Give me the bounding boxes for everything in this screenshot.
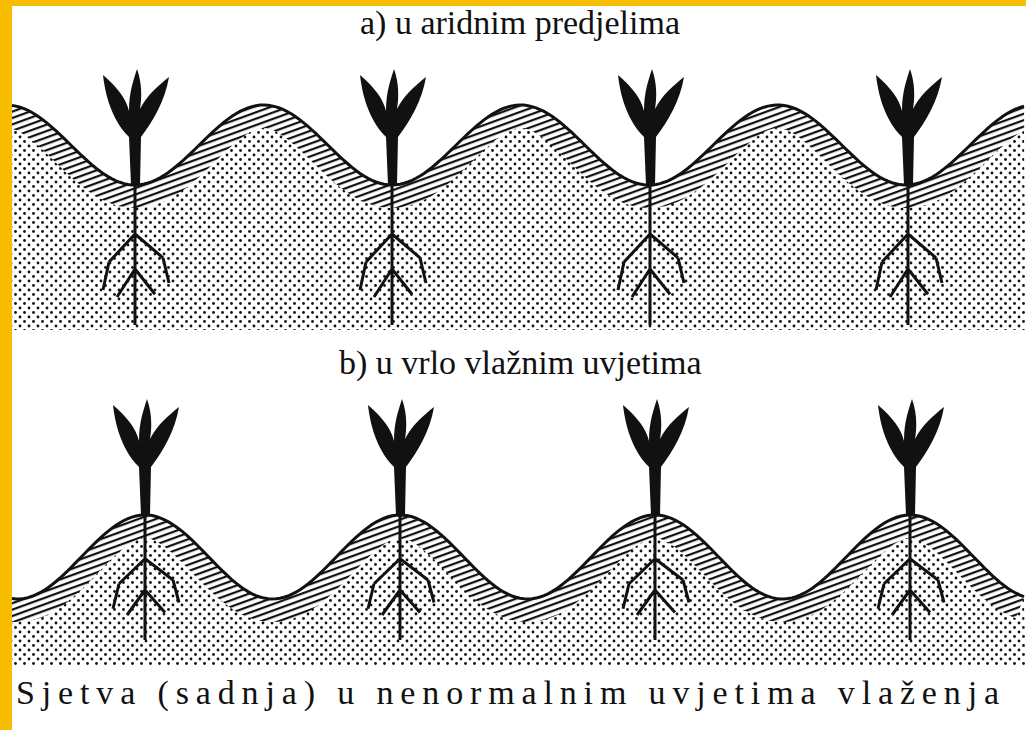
panel-label: a) u aridnim predjelima — [360, 4, 680, 42]
figure-caption: Sjetva (sadnja) u nenormalnim uvjetima v… — [16, 674, 1006, 712]
panel-label: b) u vrlo vlažnim uvjetima — [339, 344, 702, 382]
